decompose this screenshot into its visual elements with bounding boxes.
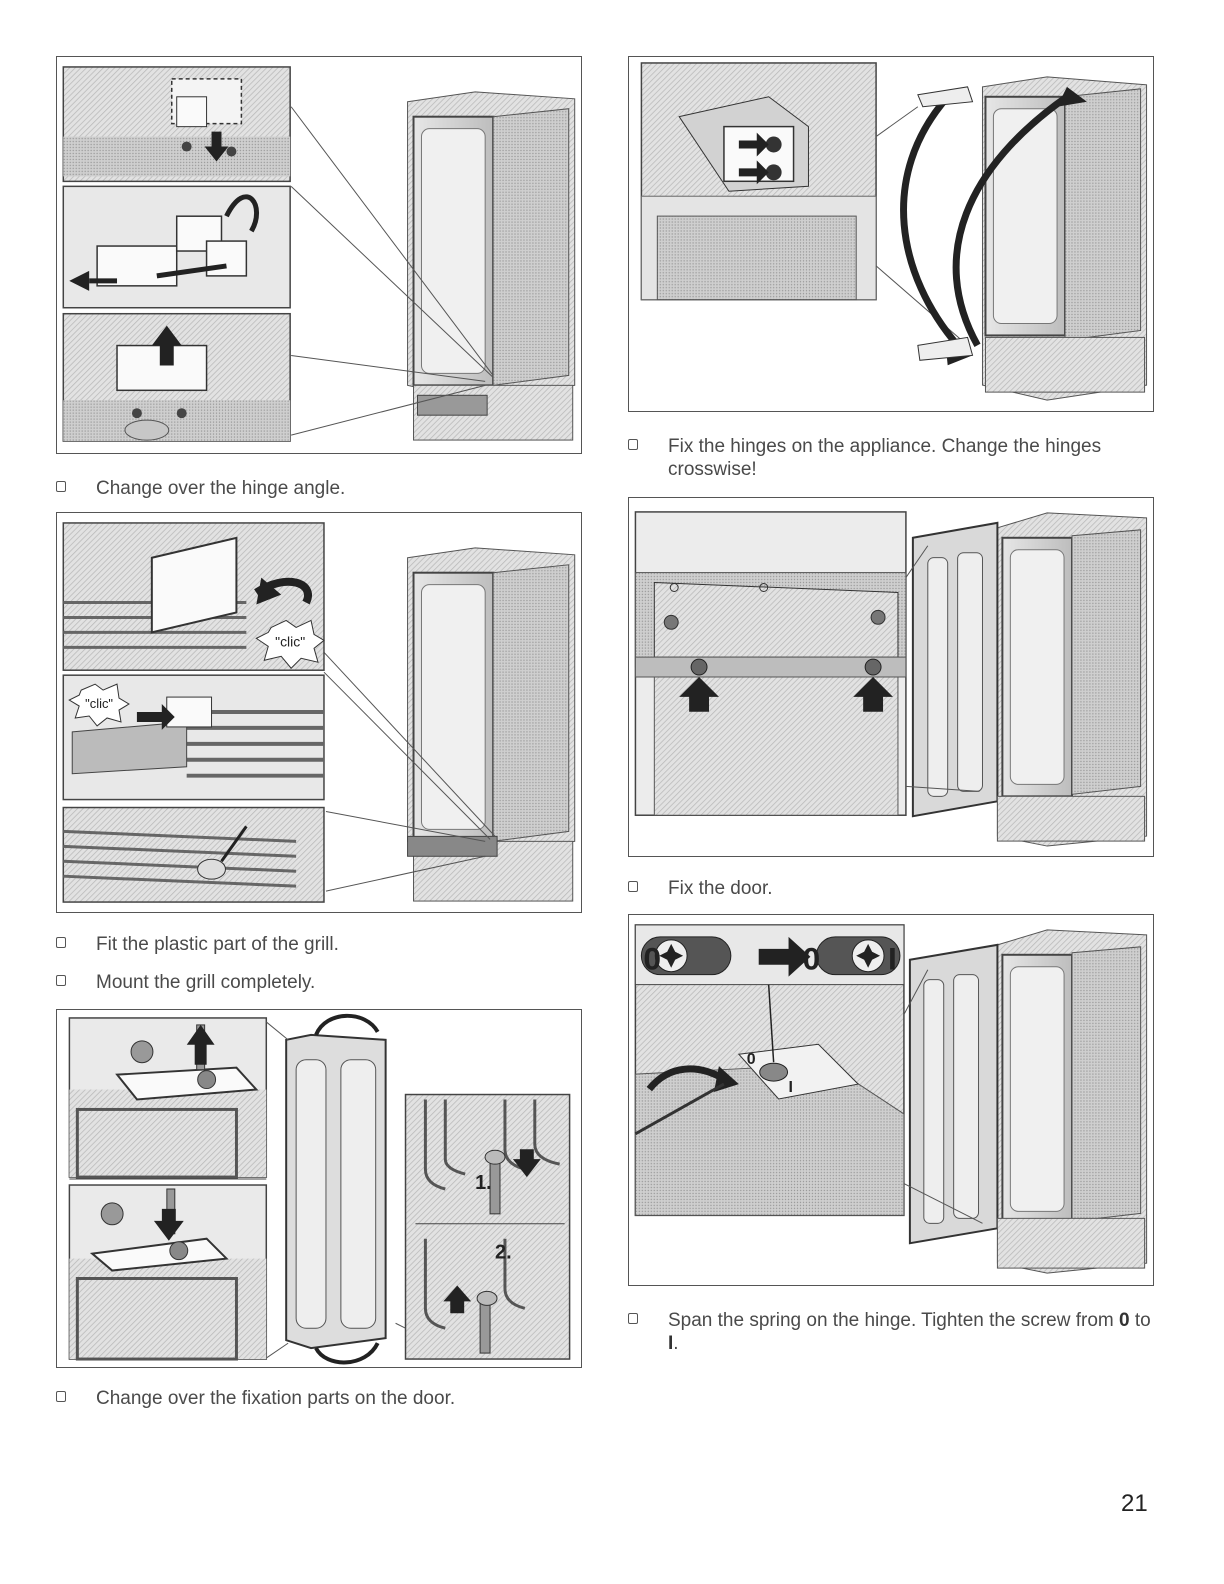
step-text: Mount the grill completely. — [96, 972, 316, 993]
step-change-fixation-parts: Change over the fixation parts on the do… — [56, 1387, 576, 1410]
grill-illustration: "clic" "clic" — [62, 522, 576, 903]
screw-position-one: I — [668, 1333, 674, 1354]
spring-illustration: 0 0 I 0 I — [634, 924, 1148, 1274]
step-text: Fit the plastic part of the grill. — [96, 934, 339, 955]
step-text-part: . — [673, 1333, 679, 1354]
step-change-hinge-angle: Change over the hinge angle. — [56, 477, 576, 500]
step-text-part: to — [1129, 1310, 1151, 1331]
step-fix-door: Fix the door. — [628, 877, 1154, 900]
zero-label: 0 — [802, 941, 820, 977]
checkbox-icon — [628, 881, 638, 892]
checkbox-icon — [628, 439, 638, 450]
step-text: Change over the hinge angle. — [96, 478, 346, 499]
step-text: Fix the hinges on the appliance. Change … — [668, 436, 1102, 480]
figure-spring: 0 0 I 0 I — [628, 914, 1154, 1286]
one-label: I — [789, 1079, 793, 1096]
figure-fixation-parts: 1. 2. — [56, 1009, 582, 1368]
checkbox-icon — [56, 481, 66, 492]
screw-position-zero: 0 — [1119, 1310, 1130, 1331]
page-number: 21 — [1121, 1490, 1148, 1517]
clic-label: "clic" — [275, 633, 305, 649]
hinges-illustration — [640, 62, 1148, 401]
clic-label: "clic" — [85, 696, 113, 711]
one-label: I — [888, 941, 897, 977]
checkbox-icon — [56, 937, 66, 948]
zero-label: 0 — [747, 1051, 756, 1068]
step-one-label: 1. — [475, 1172, 492, 1194]
figure-hinges — [628, 56, 1154, 412]
zero-label: 0 — [643, 941, 661, 977]
fix-door-illustration — [634, 511, 1148, 847]
step-two-label: 2. — [495, 1242, 512, 1264]
step-text-part: Span the spring on the hinge. Tighten th… — [668, 1310, 1119, 1331]
step-mount-grill: Mount the grill completely. — [56, 971, 576, 994]
checkbox-icon — [56, 975, 66, 986]
step-span-spring: Span the spring on the hinge. Tighten th… — [628, 1309, 1154, 1355]
checkbox-icon — [628, 1313, 638, 1324]
figure-grill: "clic" "clic" — [56, 512, 582, 913]
step-text: Fix the door. — [668, 878, 773, 899]
figure-hinge-angle — [56, 56, 582, 454]
hinge-angle-illustration — [62, 66, 576, 442]
figure-fix-door — [628, 497, 1154, 857]
step-text: Change over the fixation parts on the do… — [96, 1388, 456, 1409]
checkbox-icon — [56, 1391, 66, 1402]
step-text: Span the spring on the hinge. Tighten th… — [628, 1309, 1154, 1355]
step-fix-hinges: Fix the hinges on the appliance. Change … — [628, 435, 1154, 481]
fixation-parts-illustration: 1. 2. — [68, 1013, 571, 1365]
step-fit-plastic-part: Fit the plastic part of the grill. — [56, 933, 576, 956]
